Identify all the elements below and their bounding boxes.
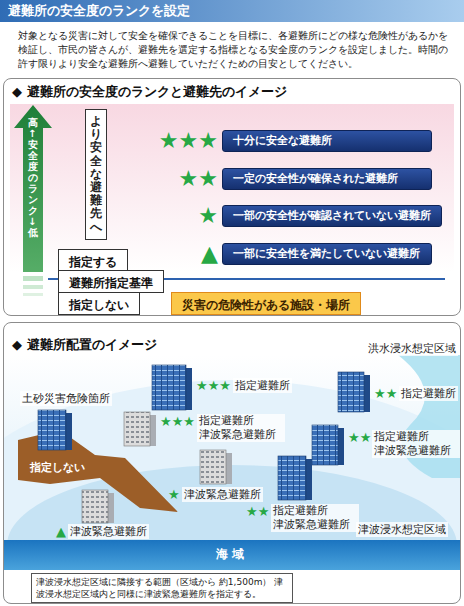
note-box: 津波浸水想定区域に隣接する範囲（区域から 約1,500m） 津波浸水想定区域内と… xyxy=(31,573,293,603)
rank-text: 一部の安全性が確認されていない避難所 xyxy=(222,205,442,227)
area-label: 土砂災害危険箇所 xyxy=(20,391,112,406)
apartment-building xyxy=(200,450,232,484)
shelter-label: 指定避難所 xyxy=(233,378,292,393)
box-text: 指定する xyxy=(69,255,117,269)
shelter-label: 指定避難所 津波緊急避難所 xyxy=(271,504,359,532)
shelter-building xyxy=(312,425,344,465)
box-text: 津波浸水想定区域に隣接する範囲（区域から 約1,500m） 津波浸水想定区域内と… xyxy=(36,576,288,600)
ground xyxy=(4,570,460,603)
shelter-label: 津波緊急避難所 xyxy=(68,524,149,539)
criterion-box: 避難所指定基準 xyxy=(58,270,164,293)
area-label: 津波浸水想定区域 xyxy=(356,522,448,537)
box-text: より安全な避難先へ xyxy=(90,115,102,234)
rank-text: 一部に安全性を満たしていない避難所 xyxy=(222,243,432,265)
direction-box: より安全な避難先へ xyxy=(85,109,107,240)
shelter-building xyxy=(278,456,312,500)
header-band xyxy=(0,0,464,22)
arrow-step xyxy=(23,285,43,289)
rank-stars: ★ xyxy=(154,204,222,228)
rank-mark: ▲ xyxy=(56,524,66,539)
panel-heading: ◆ 避難所の安全度のランクと避難先のイメージ xyxy=(12,84,287,100)
rank-stars: ★★ xyxy=(246,504,269,519)
rank-stars: ★ xyxy=(168,487,180,502)
rank-stars: ★★★ xyxy=(154,129,222,153)
rank-box: ★★★十分に安全な避難所 xyxy=(154,129,432,153)
map-area xyxy=(4,355,460,603)
rank-box: ▲一部に安全性を満たしていない避難所 xyxy=(154,242,432,266)
rank-stars: ★★ xyxy=(154,167,222,191)
rank-ground xyxy=(10,104,454,272)
criterion-box: 指定しない xyxy=(58,292,140,315)
shelter-label: 指定避難所 xyxy=(399,386,458,401)
shelter-building xyxy=(338,372,370,412)
shelter-label: 指定避難所 津波緊急避難所 xyxy=(197,414,285,442)
rank-stars: ▲ xyxy=(154,242,222,266)
flood-area xyxy=(398,355,460,478)
rank-panel: より安全な避難先へ★★★十分に安全な避難所★★一定の安全性が確保された避難所★一… xyxy=(3,78,461,316)
criterion-box: 指定する xyxy=(58,249,128,272)
box-text: 指定しない xyxy=(69,298,129,312)
arrow-step xyxy=(23,276,43,281)
sea-label: 海 域 xyxy=(216,547,244,562)
box-text: 災害の危険性がある施設・場所 xyxy=(182,298,350,312)
status-label: 指定しない xyxy=(30,461,85,475)
shelter-building xyxy=(152,365,192,410)
shelter-label: 指定避難所 津波緊急避難所 xyxy=(372,430,460,458)
apartment-building xyxy=(124,412,156,446)
rank-text: 一定の安全性が確保された避難所 xyxy=(222,168,432,190)
rank-stars: ★★ xyxy=(348,430,371,445)
apartment-building xyxy=(82,490,114,523)
hazard-box: 災害の危険性がある施設・場所 xyxy=(171,292,361,315)
rank-axis-label: 高↑安全度のランク↓低 xyxy=(28,117,38,238)
area-label: 洪水浸水想定区域 xyxy=(366,341,458,356)
intro-text: 対象となる災害に対して安全を確保できることを目標に、各避難所にどの様な危険性があ… xyxy=(18,29,450,71)
rank-stars: ★★★ xyxy=(196,378,231,393)
panel-heading: ◆ 避難所配置のイメージ xyxy=(12,337,157,353)
page-title: 避難所の安全度のランクを設定 xyxy=(8,3,190,19)
shelter-building xyxy=(38,410,72,450)
sea xyxy=(4,540,460,570)
rank-text: 十分に安全な避難所 xyxy=(222,130,432,152)
arrow-step xyxy=(23,293,43,296)
rank-arrow xyxy=(14,105,52,272)
adjacent-range xyxy=(4,380,460,603)
box-text: 避難所指定基準 xyxy=(69,276,153,290)
rank-box: ★一部の安全性が確認されていない避難所 xyxy=(154,204,442,228)
rank-stars: ★★★ xyxy=(160,414,195,429)
rank-box: ★★一定の安全性が確保された避難所 xyxy=(154,167,432,191)
shelter-label: 津波緊急避難所 xyxy=(182,487,263,502)
rank-stars: ★★ xyxy=(374,386,397,401)
